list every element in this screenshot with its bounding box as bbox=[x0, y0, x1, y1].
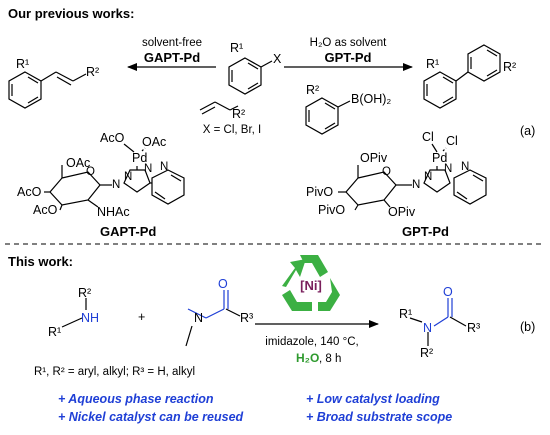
svg-text:GPT-Pd: GPT-Pd bbox=[325, 50, 372, 65]
svg-text:O: O bbox=[443, 285, 453, 299]
panel-label-b: (b) bbox=[520, 320, 535, 334]
gapt-pd-name: GAPT-Pd bbox=[100, 224, 156, 239]
svg-text:N: N bbox=[194, 311, 203, 325]
svg-text:OAc: OAc bbox=[66, 156, 90, 170]
previous-heading: Our previous works: bbox=[8, 6, 134, 21]
svg-text:OPiv: OPiv bbox=[360, 151, 388, 165]
svg-text:R¹: R¹ bbox=[399, 307, 412, 321]
svg-text:R¹: R¹ bbox=[48, 325, 61, 339]
conditions-time: , 8 h bbox=[319, 353, 341, 365]
left-arrow: solvent-free GAPT-Pd bbox=[127, 37, 216, 71]
svg-text:PivO: PivO bbox=[306, 185, 333, 199]
amine-reactant: R² R¹ NH bbox=[48, 286, 99, 339]
svg-text:solvent-free: solvent-free bbox=[142, 37, 202, 49]
svg-text:[Ni]: [Ni] bbox=[300, 278, 322, 293]
advantage-loading: + Low catalyst loading bbox=[306, 392, 440, 406]
svg-text:B(OH)₂: B(OH)₂ bbox=[351, 92, 391, 106]
alkene-reagent: R² bbox=[199, 101, 245, 121]
svg-text:O: O bbox=[218, 277, 228, 291]
svg-text:GAPT-Pd: GAPT-Pd bbox=[144, 50, 200, 65]
svg-text:N: N bbox=[160, 161, 168, 173]
halide-label: X = Cl, Br, I bbox=[203, 124, 261, 136]
conditions-water: H₂O bbox=[296, 351, 319, 365]
right-arrow: H₂O as solvent GPT-Pd bbox=[284, 37, 413, 71]
gpt-pd-structure: Pd Cl Cl N N N N O OPiv PivO PivO OPiv bbox=[306, 130, 487, 219]
advantage-aqueous: + Aqueous phase reaction bbox=[58, 392, 214, 406]
svg-text:R³: R³ bbox=[467, 321, 480, 335]
svg-text:R¹: R¹ bbox=[230, 41, 243, 55]
svg-text:Cl: Cl bbox=[446, 134, 458, 148]
advantage-scope: + Broad substrate scope bbox=[306, 410, 452, 424]
svg-text:AcO: AcO bbox=[100, 131, 125, 145]
svg-text:AcO: AcO bbox=[33, 203, 58, 217]
svg-text:OAc: OAc bbox=[142, 135, 166, 149]
svg-text:O: O bbox=[382, 166, 391, 178]
svg-text:R²: R² bbox=[86, 65, 99, 79]
svg-text:NHAc: NHAc bbox=[97, 205, 130, 219]
svg-text:R²: R² bbox=[232, 107, 245, 121]
svg-text:NH: NH bbox=[81, 311, 99, 325]
plus-sign: + bbox=[138, 310, 145, 324]
svg-text:N: N bbox=[424, 171, 432, 183]
svg-text:OPiv: OPiv bbox=[388, 205, 416, 219]
svg-text:N: N bbox=[412, 179, 420, 191]
styrene-product: R¹ R² bbox=[8, 57, 99, 109]
amide-reagent: O N R³ bbox=[185, 277, 253, 347]
svg-text:Cl: Cl bbox=[422, 130, 434, 144]
gapt-pd-structure: Pd AcO OAc N N N N O OAc AcO AcO NHAc bbox=[17, 131, 185, 219]
conditions-line-1: imidazole, 140 °C, bbox=[265, 336, 358, 348]
svg-text:R²: R² bbox=[420, 346, 433, 360]
advantage-reuse: + Nickel catalyst can be reused bbox=[58, 410, 244, 424]
svg-text:R³: R³ bbox=[240, 311, 253, 325]
aryl-halide: R¹ X bbox=[228, 41, 282, 95]
svg-text:R¹: R¹ bbox=[16, 57, 29, 71]
svg-text:R²: R² bbox=[503, 60, 516, 74]
svg-text:N: N bbox=[124, 171, 132, 183]
svg-text:N: N bbox=[112, 179, 120, 191]
svg-text:R²: R² bbox=[78, 286, 91, 300]
current-heading: This work: bbox=[8, 254, 73, 269]
svg-text:O: O bbox=[86, 166, 95, 178]
svg-text:PivO: PivO bbox=[318, 203, 345, 217]
recycle-icon: [Ni] bbox=[282, 255, 340, 311]
svg-text:R¹: R¹ bbox=[426, 57, 439, 71]
amide-product: R¹ N R² O R³ bbox=[399, 285, 480, 360]
svg-text:Pd: Pd bbox=[432, 151, 447, 165]
panel-label-a: (a) bbox=[520, 124, 535, 138]
svg-text:N: N bbox=[444, 163, 452, 175]
svg-text:N: N bbox=[461, 161, 469, 173]
svg-text:X: X bbox=[273, 52, 282, 66]
biaryl-product: R¹ R² bbox=[423, 44, 516, 109]
substituent-definition: R¹, R² = aryl, alkyl; R³ = H, alkyl bbox=[34, 366, 195, 378]
svg-text:N: N bbox=[144, 163, 152, 175]
svg-text:Pd: Pd bbox=[132, 151, 147, 165]
svg-text:H₂O as solvent: H₂O as solvent bbox=[310, 37, 387, 49]
svg-text:AcO: AcO bbox=[17, 185, 42, 199]
svg-text:R²: R² bbox=[306, 83, 319, 97]
boronic-acid: R² B(OH)₂ bbox=[305, 83, 391, 135]
gpt-pd-name: GPT-Pd bbox=[402, 224, 449, 239]
svg-text:N: N bbox=[423, 321, 432, 335]
